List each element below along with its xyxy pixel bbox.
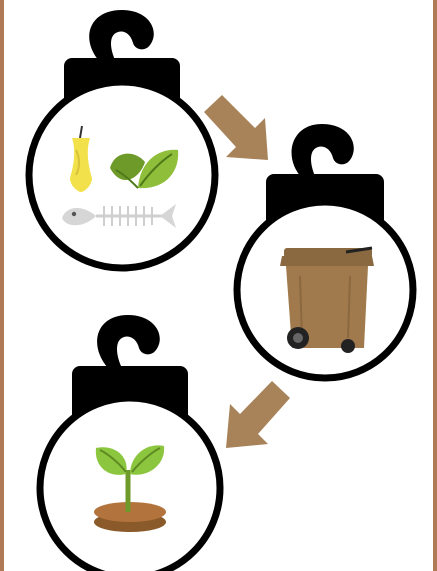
hanger-hook-icon bbox=[89, 10, 154, 62]
step-seedling bbox=[40, 315, 220, 571]
step-food-waste bbox=[29, 10, 215, 268]
step-compost-bin bbox=[237, 124, 413, 378]
hanger-hook-icon bbox=[292, 124, 354, 178]
arrow-down-left-icon bbox=[226, 381, 290, 448]
compost-bin-icon bbox=[280, 248, 374, 353]
hanger-hook-icon bbox=[97, 315, 160, 368]
